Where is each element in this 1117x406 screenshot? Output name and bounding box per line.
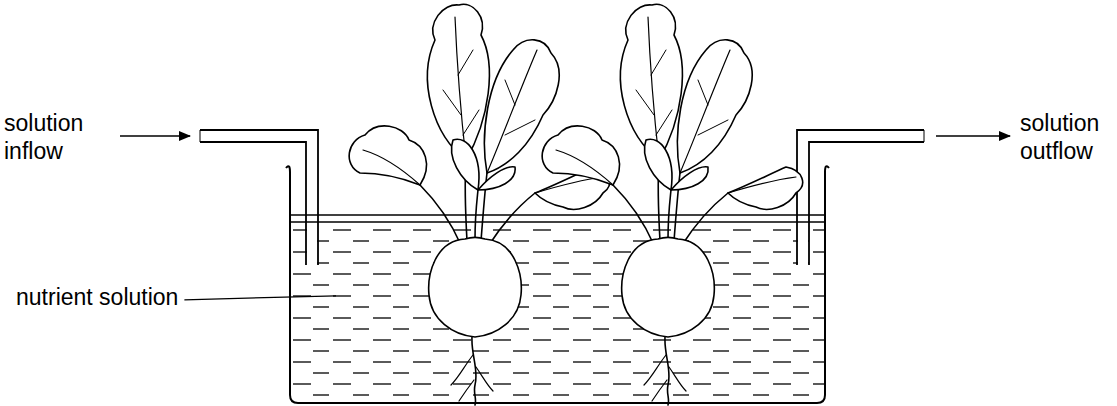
flow-label: solution inflow [4,110,114,165]
flow-label: solution outflow [1020,110,1114,165]
leader-line [184,296,336,300]
part-label: nutrient solution [16,284,178,312]
